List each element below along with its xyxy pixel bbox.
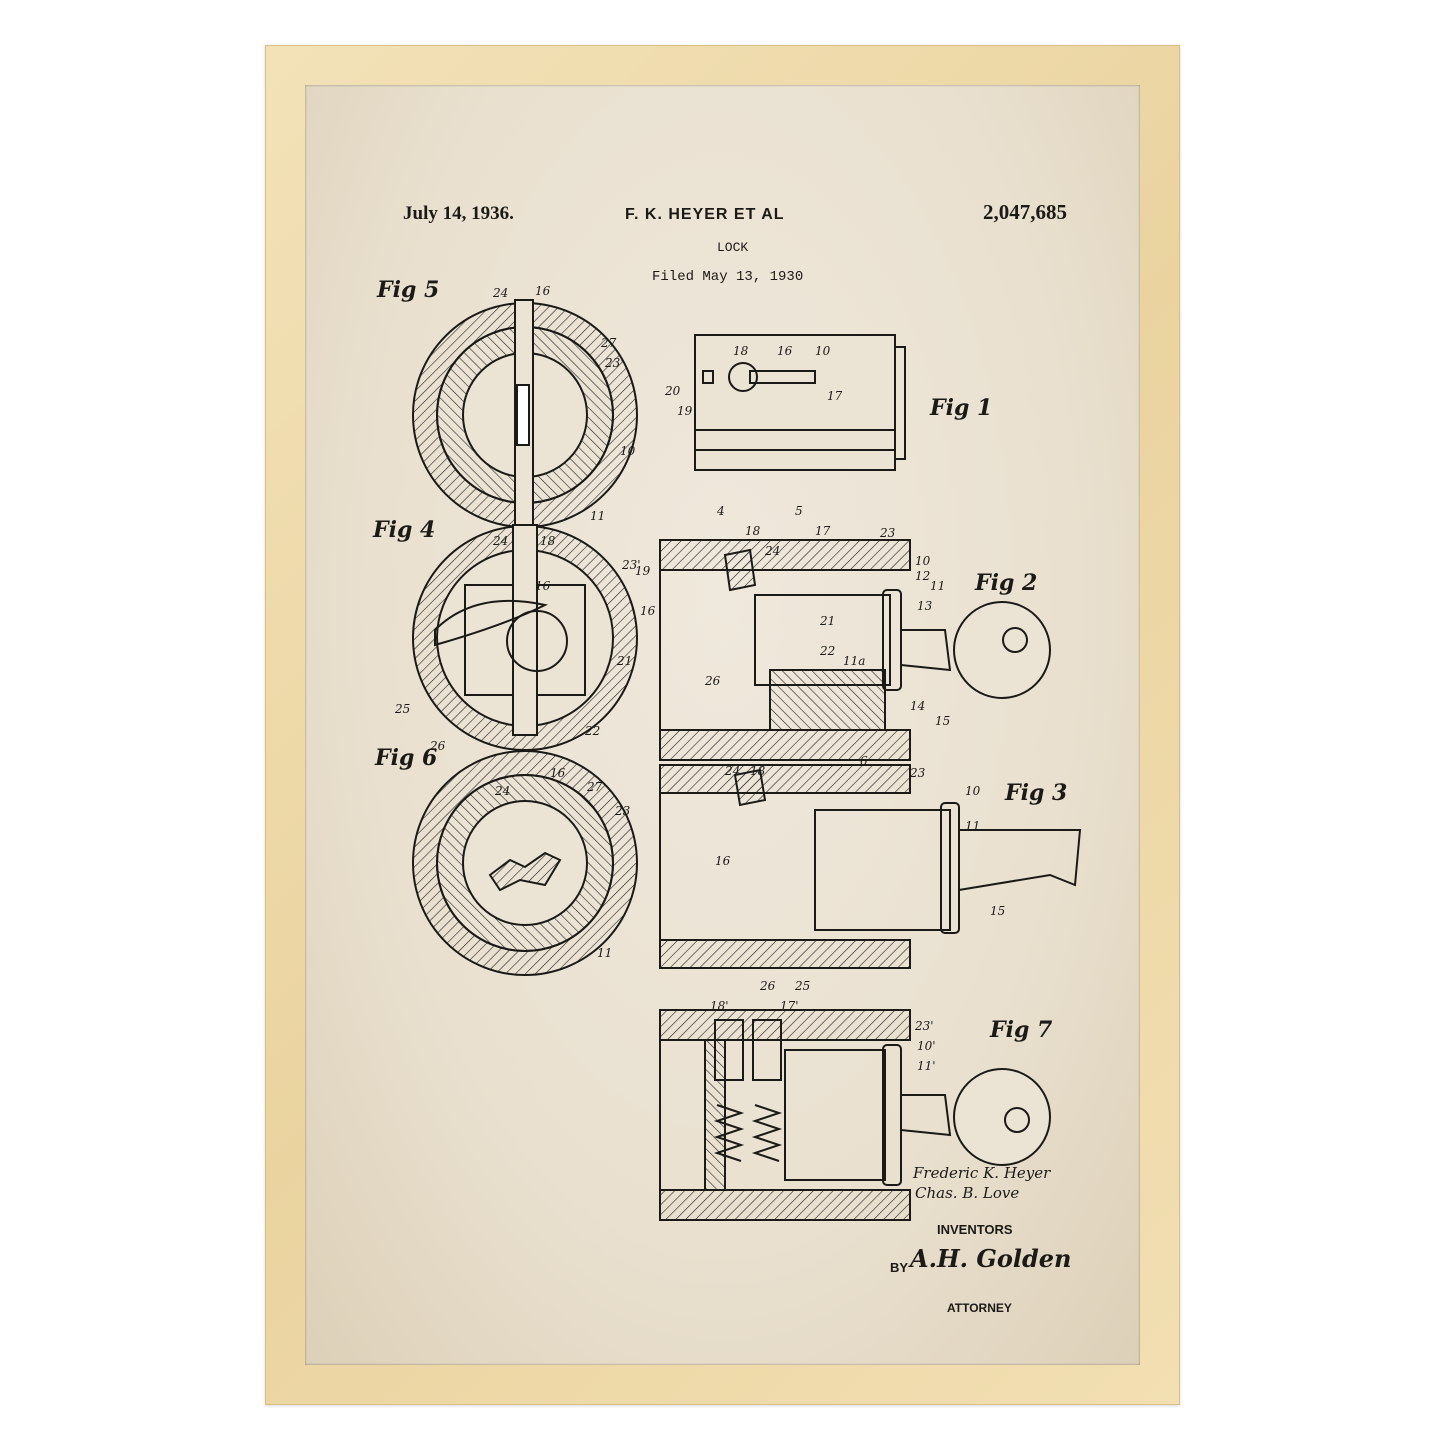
ref-number: 16 [550, 766, 566, 780]
ref-number: 20 [664, 384, 681, 398]
ref-number: 16 [640, 604, 656, 618]
ref-number: 23 [909, 766, 926, 780]
patent-date: July 14, 1936. [403, 203, 514, 224]
inventor-signature-2: Chas. B. Love [915, 1184, 1019, 1202]
poster-frame: July 14, 1936. F. K. HEYER ET AL LOCK Fi… [265, 45, 1180, 1405]
ref-number: 18' [710, 999, 729, 1013]
inventors-label: INVENTORS [937, 1222, 1013, 1237]
ref-number: 24 [494, 784, 510, 798]
ref-number: 11a [843, 654, 865, 668]
patent-number: 2,047,685 [983, 200, 1067, 224]
patent-drawings: Fig 5 Fig 1 Fig 4 Fig 2 Fig 6 Fig 3 Fig … [372, 277, 1082, 1273]
ref-number: 26 [704, 674, 721, 688]
ref-number: 18 [745, 524, 761, 538]
fig5-drawing [412, 299, 638, 531]
ref-number: 18 [540, 534, 556, 548]
ref-number: 22 [819, 644, 835, 658]
fig2-drawing [659, 539, 1051, 761]
ref-number: 27 [600, 336, 617, 350]
fig7-label: Fig 7 [989, 1017, 1053, 1043]
ref-number: 25 [794, 979, 810, 993]
ref-number: 27 [586, 780, 603, 794]
ref-number: 12 [915, 569, 930, 583]
inventor-signature-1: Frederic K. Heyer [912, 1164, 1051, 1182]
ref-number: 26 [429, 739, 446, 753]
attorney-label: ATTORNEY [947, 1301, 1012, 1315]
ref-number: 18 [733, 344, 749, 358]
fig7-drawing [659, 1009, 1051, 1221]
ref-number: 14 [910, 699, 925, 713]
fig4-drawing [412, 524, 638, 751]
ref-number: 11' [917, 1059, 936, 1073]
ref-number: 5 [795, 504, 803, 518]
ref-number: 10 [965, 784, 981, 798]
ref-number: 26 [759, 979, 776, 993]
ref-number: 25 [394, 702, 410, 716]
ref-number: 24 [492, 286, 508, 300]
ref-number: 11 [965, 819, 980, 833]
ref-number: 6 [860, 754, 868, 768]
ref-number: 13 [917, 599, 933, 613]
fig6-label: Fig 6 [374, 745, 437, 771]
fig1-drawing [694, 334, 906, 471]
ref-number: 23 [879, 526, 896, 540]
ref-number: 22 [584, 724, 600, 738]
ref-number: 11 [930, 579, 945, 593]
fig5-label: Fig 5 [376, 277, 439, 303]
by-label: BY [890, 1260, 909, 1275]
fig2-label: Fig 2 [974, 570, 1037, 596]
fig4-label: Fig 4 [372, 517, 435, 543]
ref-number: 11 [597, 946, 612, 960]
ref-number: 17 [815, 524, 831, 538]
ref-number: 21 [819, 614, 835, 628]
ref-number: 21 [616, 654, 632, 668]
ref-number: 10' [917, 1039, 936, 1053]
ref-number: 23 [614, 804, 631, 818]
ref-number: 19 [635, 564, 651, 578]
ref-number: 16 [715, 854, 731, 868]
ref-number: 4 [716, 504, 725, 518]
ref-number: 18 [750, 764, 766, 778]
ref-number: 16 [777, 344, 793, 358]
ref-number: 10 [915, 554, 931, 568]
ref-number: 15 [935, 714, 950, 728]
fig6-drawing [412, 750, 638, 976]
ref-number: 24 [724, 764, 740, 778]
ref-number: 16 [535, 579, 551, 593]
ref-number: 24 [764, 544, 780, 558]
filed-date: Filed May 13, 1930 [652, 269, 804, 285]
patent-paper: July 14, 1936. F. K. HEYER ET AL LOCK Fi… [305, 85, 1140, 1365]
ref-number: 19 [677, 404, 693, 418]
inventor-line: F. K. HEYER ET AL [625, 206, 785, 223]
fig1-label: Fig 1 [929, 395, 992, 421]
ref-number: 17 [827, 389, 843, 403]
ref-number: 16 [535, 284, 551, 298]
ref-number: 15 [990, 904, 1005, 918]
ref-number: 24 [492, 534, 508, 548]
ref-number: 11 [590, 509, 605, 523]
fig3-drawing [659, 764, 1082, 969]
ref-number: 17' [780, 999, 799, 1013]
fig3-label: Fig 3 [1004, 780, 1067, 806]
ref-number: 10 [815, 344, 831, 358]
ref-number: 23' [621, 558, 641, 572]
ref-number: 10 [620, 444, 636, 458]
ref-number: 23' [604, 356, 624, 370]
ref-number: 23' [914, 1019, 934, 1033]
patent-title: LOCK [717, 240, 749, 255]
attorney-signature: A.H. Golden [908, 1244, 1071, 1273]
